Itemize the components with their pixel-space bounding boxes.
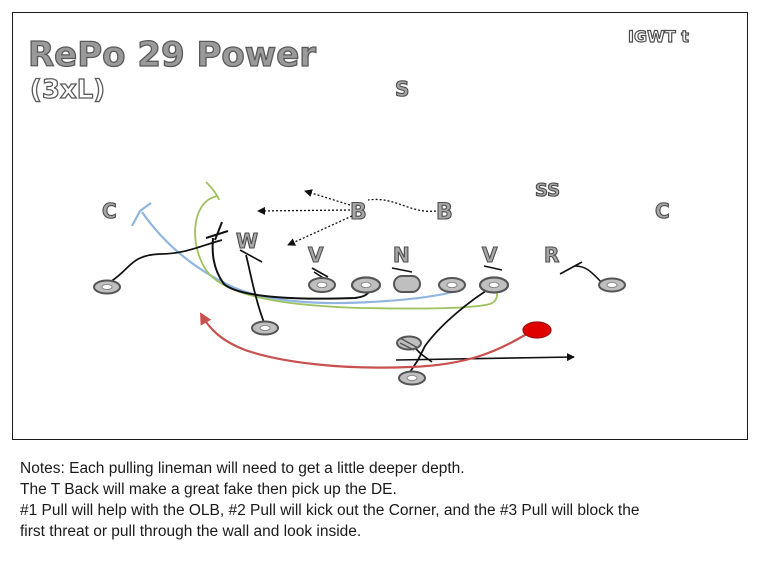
defender-tech-mark	[391, 267, 413, 273]
backer-read-path	[367, 198, 437, 212]
note-line: The T Back will make a great fake then p…	[20, 481, 397, 498]
tback-route-black	[245, 254, 266, 326]
note-line: first threat or pull through the wall an…	[20, 523, 362, 540]
offense-wing	[101, 284, 113, 290]
defender-will: W	[236, 229, 258, 253]
defender-tackle-right: V	[482, 243, 498, 267]
play-subtitle: (3xL)	[30, 75, 105, 105]
qb-handoff-arrow	[395, 353, 575, 362]
backer-read-path	[257, 206, 351, 215]
play-diagram-frame	[12, 12, 748, 440]
offense-lineman	[316, 281, 328, 288]
defender-tech-mark	[559, 261, 583, 275]
backer-read-path	[287, 215, 353, 246]
defender-tech-mark	[483, 265, 503, 271]
ball-carrier	[522, 321, 552, 339]
note-line: #1 Pull will help with the OLB, #2 Pull …	[20, 502, 640, 519]
defender-safety: S	[395, 77, 409, 101]
offense-lineman	[360, 281, 372, 288]
defender-corner-right: C	[655, 199, 670, 223]
guard-pull-black	[409, 285, 495, 373]
play-title: RePo 29 Power	[28, 35, 316, 75]
te-route-black	[574, 265, 604, 285]
coaching-notes: Notes: Each pulling lineman will need to…	[20, 458, 750, 542]
defender-backer-right: B	[436, 200, 453, 225]
offense-end	[606, 282, 618, 288]
offense-lineman	[488, 281, 500, 288]
backer-read-path	[304, 189, 351, 206]
defender-tackle-left: V	[308, 243, 324, 267]
defender-tech-mark	[239, 249, 263, 263]
offense-tback	[259, 325, 271, 331]
pull-route-blue	[131, 202, 461, 305]
play-tag: IGWT t	[628, 27, 689, 46]
defender-rover: R	[544, 243, 559, 267]
quarterback-slash	[399, 337, 419, 351]
defender-corner-left: C	[102, 199, 117, 223]
note-line: Notes: Each pulling lineman will need to…	[20, 460, 465, 477]
defender-strong-safety: SS	[535, 180, 560, 201]
wing-route-black	[109, 239, 223, 283]
offense-fullback	[406, 375, 418, 381]
ball-carrier-route	[200, 312, 531, 369]
defender-backer-left: B	[350, 200, 367, 225]
offense-center	[393, 275, 421, 293]
pull-route-black	[205, 221, 371, 300]
defender-nose: N	[393, 243, 410, 267]
offense-lineman	[446, 281, 458, 288]
